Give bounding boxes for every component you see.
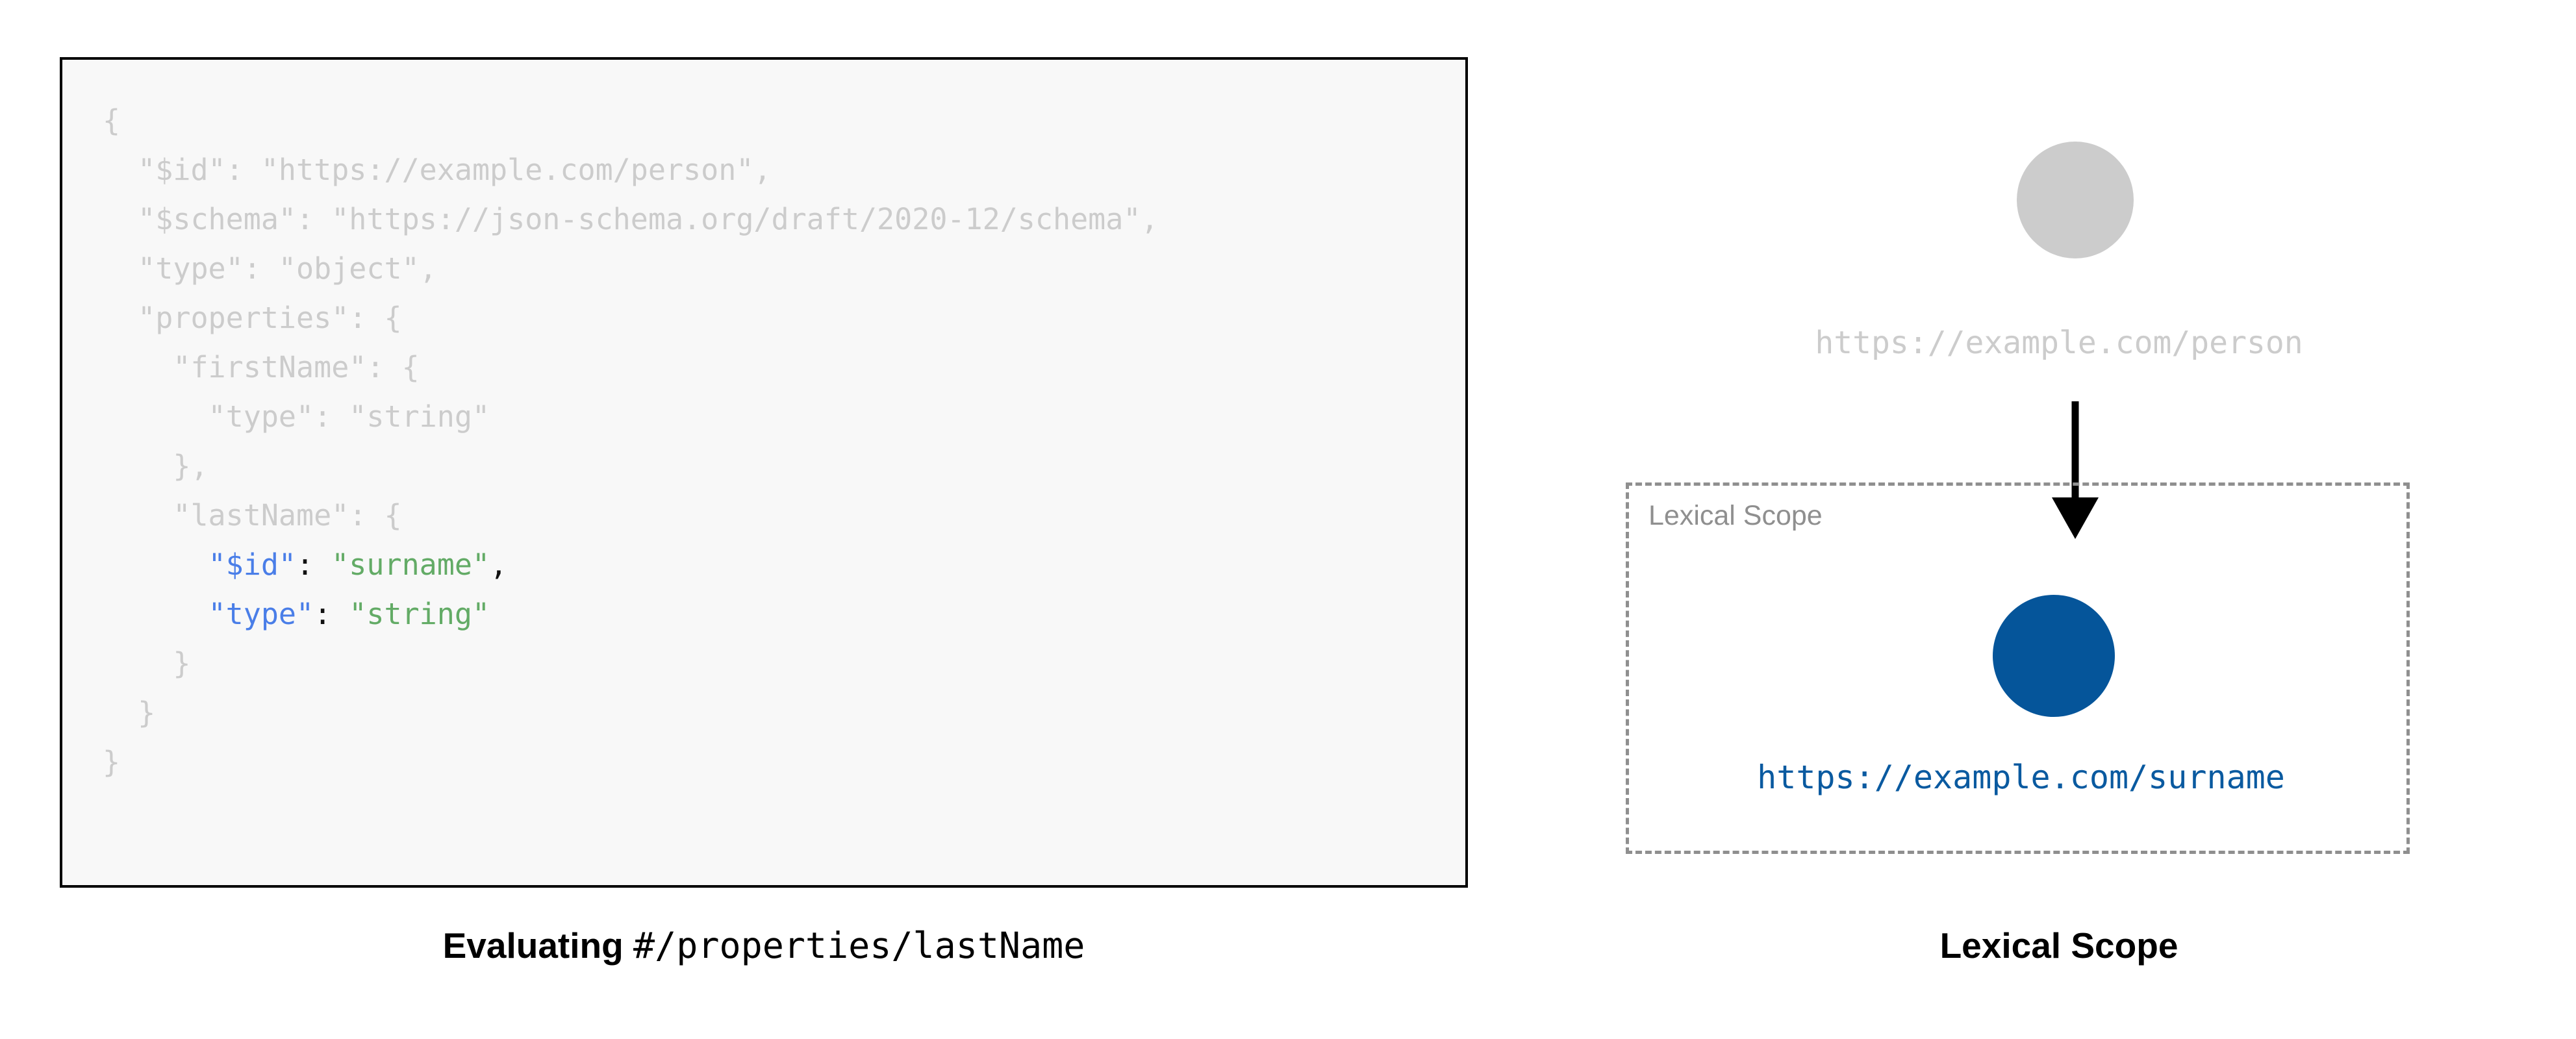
code-value: "surname" [331,547,490,582]
code-key: "type" [208,597,314,631]
code-text: "$schema": "https://json-schema.org/draf… [103,202,1159,236]
code-separator: : [314,597,349,631]
code-key: "$id" [208,547,297,582]
code-line: { [103,96,1159,145]
code-trailing-comma: , [490,547,508,582]
code-text: "type": "object", [103,251,437,286]
code-text: "$id": "https://example.com/person", [103,153,772,187]
outer-schema-node-circle [2017,142,2134,258]
code-indent [103,547,208,582]
code-line: "$schema": "https://json-schema.org/draf… [103,195,1159,244]
code-text: "lastName": { [103,498,402,532]
code-line: } [103,639,1159,688]
code-value: "string" [349,597,490,631]
outer-schema-node-label: https://example.com/person [1815,325,2303,361]
code-line: "firstName": { [103,343,1159,392]
code-indent [103,597,208,631]
code-text: "properties": { [103,301,402,335]
code-separator: : [296,547,332,582]
left-caption-strong: Evaluating [442,925,624,966]
code-line: "type": "string" [103,590,1159,639]
code-text: }, [103,449,208,483]
inner-schema-node-label: https://example.com/surname [1757,758,2285,796]
code-line: "$id": "surname", [103,540,1159,590]
code-text: "firstName": { [103,350,420,384]
code-text: } [103,646,191,681]
lexical-scope-diagram: https://example.com/person Lexical Scope… [1598,57,2520,888]
code-text: "type": "string" [103,399,490,434]
code-line: } [103,688,1159,738]
right-caption: Lexical Scope [1939,925,2178,966]
code-line: "properties": { [103,294,1159,343]
code-line: "type": "string" [103,392,1159,442]
code-text: { [103,103,121,138]
code-text: } [103,695,156,730]
left-caption-pointer: #/properties/lastName [633,925,1085,966]
code-text: } [103,745,121,779]
code-line: }, [103,442,1159,491]
code-sample-panel: { "$id": "https://example.com/person", "… [60,57,1468,888]
lexical-scope-box: Lexical Scope https://example.com/surnam… [1626,482,2410,854]
inner-schema-node-circle [1993,595,2115,717]
code-block: { "$id": "https://example.com/person", "… [60,57,1468,888]
code-line: "type": "object", [103,244,1159,294]
code-listing: { "$id": "https://example.com/person", "… [103,96,1159,787]
lexical-scope-box-label: Lexical Scope [1648,500,1823,531]
left-caption-space [624,925,633,966]
code-line: "$id": "https://example.com/person", [103,145,1159,195]
left-caption: Evaluating #/properties/lastName [60,925,1468,966]
code-line: "lastName": { [103,491,1159,540]
code-line: } [103,738,1159,787]
down-arrow-icon [2052,401,2099,539]
